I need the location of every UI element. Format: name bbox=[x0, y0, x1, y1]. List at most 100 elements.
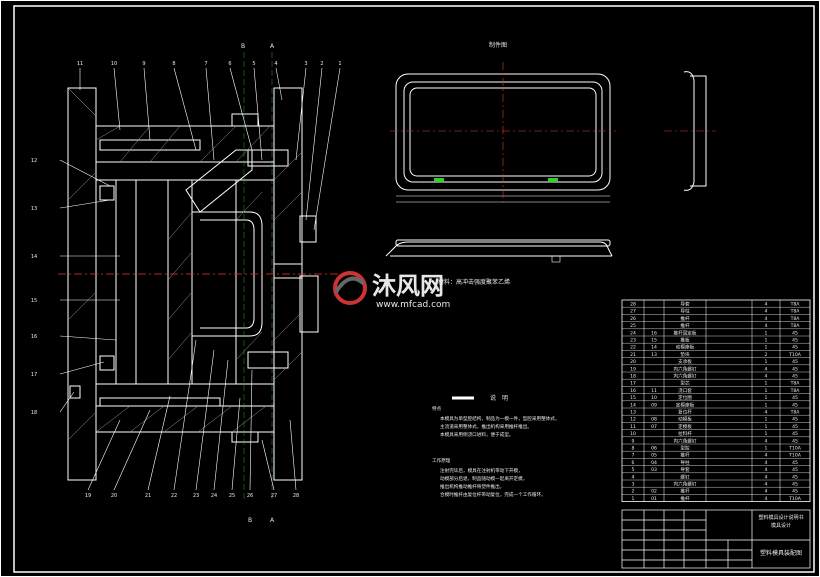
callout-number: 26 bbox=[247, 493, 253, 499]
parts-row-code: 01 bbox=[651, 496, 657, 502]
inner-frame bbox=[13, 5, 815, 573]
parts-row-no: 10 bbox=[630, 431, 636, 437]
part-drawing-title: 制件图 bbox=[489, 41, 507, 49]
parts-row-material: T8A bbox=[790, 323, 801, 329]
parts-row-qty: 1 bbox=[765, 431, 768, 437]
callout-number: 12 bbox=[31, 158, 37, 164]
explanation-title: 说 明 bbox=[490, 394, 508, 402]
parts-row-code: 11 bbox=[651, 388, 657, 394]
explanation-line: 本模具为单型腔结构，制品为一模一件，型腔采用整体式， bbox=[440, 415, 559, 422]
callout-number: 22 bbox=[171, 493, 177, 499]
parts-row-no: 21 bbox=[630, 352, 636, 358]
parts-row-name: 定模板 bbox=[678, 423, 692, 430]
parts-row-no: 2 bbox=[632, 489, 635, 495]
callout-number: 10 bbox=[111, 61, 117, 67]
callout-number: 3 bbox=[304, 61, 307, 67]
parts-row-material: 45 bbox=[792, 402, 798, 408]
callout-number: 28 bbox=[293, 493, 299, 499]
parts-row-no: 25 bbox=[630, 323, 636, 329]
parts-row-no: 20 bbox=[630, 359, 636, 365]
parts-row-qty: 4 bbox=[765, 467, 768, 473]
parts-row-material: 45 bbox=[792, 417, 798, 423]
parts-row-name: 推板 bbox=[680, 337, 690, 344]
parts-row-material: 45 bbox=[792, 482, 798, 488]
explanation-text: 特点本模具为单型腔结构，制品为一模一件，型腔采用整体式，主流道采用整体式，推出机… bbox=[432, 405, 559, 498]
parts-row-name: 导套 bbox=[680, 466, 690, 473]
parts-row-code: 15 bbox=[651, 338, 657, 344]
parts-row-no: 14 bbox=[630, 402, 636, 408]
parts-row-qty: 4 bbox=[765, 474, 768, 480]
parts-row-material: 45 bbox=[792, 424, 798, 430]
callout-number: 4 bbox=[274, 61, 277, 67]
parts-row-name: 推杆 bbox=[680, 315, 690, 322]
parts-row-material: T8A bbox=[790, 388, 801, 394]
watermark-url: www.mfcad.com bbox=[376, 300, 450, 310]
parts-row-qty: 4 bbox=[765, 309, 768, 315]
part-end-view bbox=[683, 71, 707, 191]
callout-number: 21 bbox=[145, 493, 151, 499]
parts-row-material: 45 bbox=[792, 330, 798, 336]
parts-row-no: 23 bbox=[630, 338, 636, 344]
explanation-line: 本模具采用侧浇口进料，便于成型。 bbox=[440, 431, 514, 438]
parts-row-code: 13 bbox=[651, 352, 657, 358]
callout-number: 18 bbox=[31, 410, 37, 416]
callout-number: 9 bbox=[142, 61, 145, 67]
parts-row-code: 04 bbox=[651, 460, 657, 466]
parts-row-material: T10A bbox=[788, 453, 802, 459]
parts-row-no: 1 bbox=[632, 496, 635, 502]
callout-number: 14 bbox=[31, 254, 37, 260]
callout-leaders bbox=[59, 67, 341, 491]
parts-row-no: 18 bbox=[630, 374, 636, 380]
parts-row-code: 03 bbox=[651, 467, 657, 473]
section-mark-a-top: A bbox=[270, 43, 275, 50]
parts-row-code: 10 bbox=[651, 395, 657, 401]
parts-row-name: 推杆 bbox=[680, 495, 690, 502]
callout-number: 24 bbox=[211, 493, 217, 499]
parts-row-qty: 4 bbox=[765, 438, 768, 444]
parts-row-name: 拉料杆 bbox=[678, 430, 692, 437]
parts-row-code: 16 bbox=[651, 330, 657, 336]
parts-row-material: T8A bbox=[790, 381, 801, 387]
callout-number: 20 bbox=[111, 493, 117, 499]
parts-row-code: 06 bbox=[651, 446, 657, 452]
parts-row-no: 15 bbox=[630, 395, 636, 401]
parts-row-qty: 1 bbox=[765, 395, 768, 401]
parts-row-no: 6 bbox=[632, 460, 635, 466]
parts-row-qty: 1 bbox=[765, 330, 768, 336]
parts-row-code: 09 bbox=[651, 402, 657, 408]
parts-row-material: 45 bbox=[792, 359, 798, 365]
parts-row-name: 动模板 bbox=[678, 416, 692, 423]
parts-row-no: 5 bbox=[632, 467, 635, 473]
parts-row-no: 11 bbox=[630, 424, 636, 430]
parts-row-material: T10A bbox=[788, 352, 802, 358]
parts-row-no: 17 bbox=[630, 381, 636, 387]
parts-row-material: 45 bbox=[792, 345, 798, 351]
parts-row-name: 推杆 bbox=[680, 452, 690, 459]
parts-row-material: 45 bbox=[792, 460, 798, 466]
parts-row-no: 28 bbox=[630, 302, 636, 308]
parts-row-qty: 1 bbox=[765, 359, 768, 365]
callout-number: 5 bbox=[252, 61, 255, 67]
parts-row-qty: 1 bbox=[765, 424, 768, 430]
sprue-bushing bbox=[273, 263, 303, 279]
explanation-line: 特点 bbox=[432, 405, 442, 412]
parts-row-no: 27 bbox=[630, 309, 636, 315]
callout-number: 15 bbox=[31, 298, 37, 304]
parts-row-qty: 4 bbox=[765, 302, 768, 308]
parts-row-qty: 1 bbox=[765, 402, 768, 408]
title-project-line1: 塑料模具设计说明书 bbox=[758, 514, 803, 521]
watermark-logo bbox=[333, 271, 367, 305]
parts-row-qty: 4 bbox=[765, 482, 768, 488]
parts-row-no: 7 bbox=[632, 453, 635, 459]
parts-row-name: 型芯 bbox=[680, 380, 690, 387]
callout-number: 27 bbox=[271, 493, 277, 499]
parts-row-name: 复位杆 bbox=[678, 409, 692, 416]
parts-row-qty: 1 bbox=[765, 338, 768, 344]
guide-pin-top bbox=[99, 139, 201, 151]
parts-row-name: 动模座板 bbox=[676, 344, 695, 351]
parts-row-qty: 4 bbox=[765, 366, 768, 372]
parts-row-name: 内六角螺钉 bbox=[674, 365, 697, 372]
parts-row-material: T8A bbox=[790, 410, 801, 416]
